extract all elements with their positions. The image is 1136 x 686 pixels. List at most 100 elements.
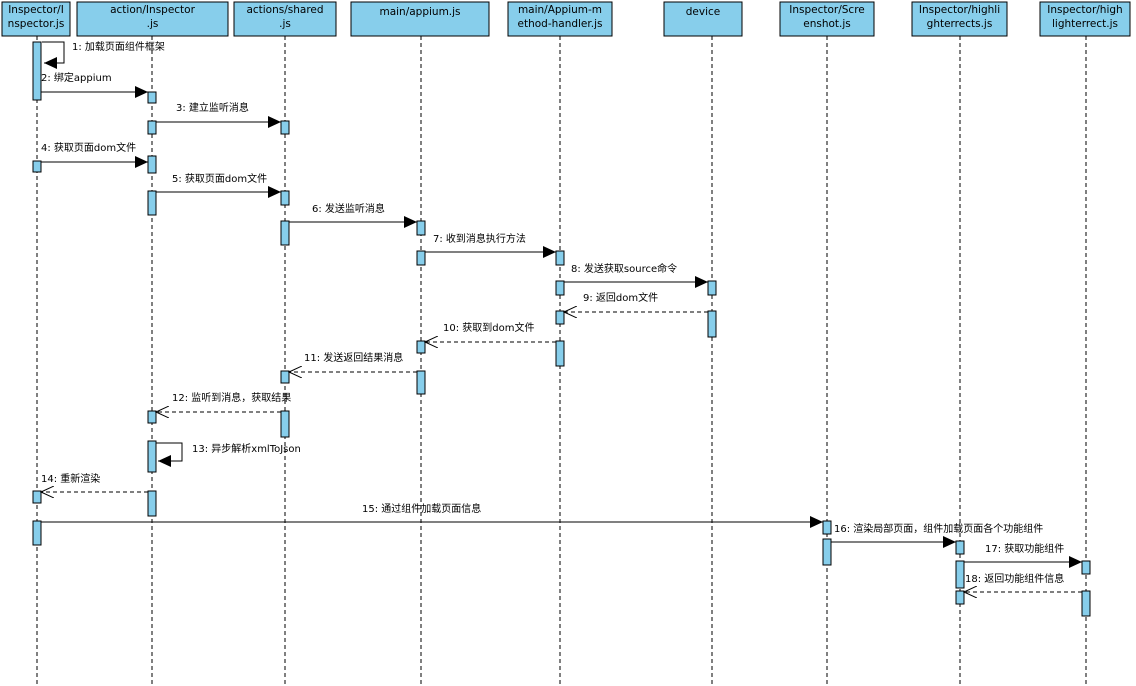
activation-bar (707, 310, 717, 338)
message-18: 18: 返回功能组件信息 (964, 572, 1082, 592)
message-label: 7: 收到消息执行方法 (433, 232, 526, 245)
message-7: 7: 收到消息执行方法 (425, 232, 556, 258)
participant-p4: main/appium.js (350, 1, 490, 37)
self-message-arrow (156, 442, 183, 467)
message-label: 11: 发送返回结果消息 (304, 351, 403, 364)
message-label: 2: 绑定appium (41, 71, 112, 84)
activation-bar (280, 410, 290, 438)
participant-box (233, 1, 337, 37)
message-label: 18: 返回功能组件信息 (965, 572, 1064, 585)
participant-p9: Inspector/high lighterrect.js (1039, 1, 1131, 37)
message-label: 13: 异步解析xmlToJson (192, 442, 301, 455)
activation-bar (555, 280, 565, 296)
activation-bar (416, 340, 426, 354)
activation-bar (280, 370, 290, 384)
participant-p2: action/Inspector .js (76, 1, 229, 37)
message-1: 1: 加载页面组件框架 (42, 40, 165, 69)
activation-bar (416, 250, 426, 266)
participant-box (911, 1, 1008, 37)
self-message-arrow (42, 41, 65, 69)
activation-bar (147, 190, 157, 216)
message-label: 15: 通过组件加载页面信息 (362, 502, 481, 515)
participant-label: Inspector/Scre (789, 4, 865, 16)
activation-bar (280, 120, 290, 135)
message-12: 12: 监听到消息，获取结果 (156, 391, 291, 412)
participant-label: Inspector/highli (919, 4, 1000, 16)
message-label: 4: 获取页面dom文件 (41, 141, 136, 154)
message-label: 9: 返回dom文件 (583, 291, 658, 304)
participant-label: action/Inspector (110, 4, 196, 16)
activation-bar (555, 250, 565, 266)
message-9: 9: 返回dom文件 (564, 291, 708, 312)
participant-box (1039, 1, 1131, 37)
message-17: 17: 获取功能组件 (964, 542, 1082, 568)
message-4: 4: 获取页面dom文件 (41, 141, 148, 168)
participant-label: actions/shared (246, 4, 323, 16)
participant-label: ethod-handler.js (518, 18, 603, 30)
participant-box (779, 1, 875, 37)
participant-box (350, 1, 490, 37)
activation-bar (416, 220, 426, 236)
message-label: 12: 监听到消息，获取结果 (172, 391, 291, 404)
activation-bar (32, 490, 42, 504)
participant-box (507, 1, 613, 37)
message-8: 8: 发送获取source命令 (564, 262, 708, 288)
activation-bar (32, 160, 42, 173)
participant-box (663, 1, 743, 37)
message-11: 11: 发送返回结果消息 (289, 351, 417, 372)
activation-bar (955, 560, 965, 589)
participant-label: .js (279, 18, 291, 30)
participant-label: lighterrect.js (1052, 18, 1118, 30)
activation-bar (707, 280, 717, 296)
activation-bar (416, 370, 426, 395)
activation-bar (147, 155, 157, 174)
activation-bar (822, 520, 832, 535)
message-2: 2: 绑定appium (41, 71, 148, 98)
message-14: 14: 重新渲染 (41, 472, 148, 492)
message-3: 3: 建立监听消息 (156, 101, 281, 128)
participant-label: device (686, 6, 721, 18)
participant-label: main/appium.js (379, 6, 460, 18)
message-label: 8: 发送获取source命令 (571, 262, 677, 275)
participant-label: Inspector/high (1047, 4, 1122, 16)
activation-bar (147, 120, 157, 135)
message-label: 6: 发送监听消息 (312, 202, 385, 215)
activation-bar (822, 538, 832, 566)
activation-bar (147, 490, 157, 517)
participant-p5: main/Appium-m ethod-handler.js (507, 1, 613, 37)
message-10: 10: 获取到dom文件 (425, 321, 556, 342)
participant-label: Inspector/I (8, 4, 64, 16)
activation-bar (147, 410, 157, 424)
activation-bar (555, 310, 565, 325)
activation-bar (280, 190, 290, 206)
activation-bar (555, 340, 565, 367)
participant-p8: Inspector/highli ghterrects.js (911, 1, 1008, 37)
message-label: 3: 建立监听消息 (176, 101, 249, 114)
message-label: 1: 加载页面组件框架 (72, 40, 165, 53)
activation-bar (147, 91, 157, 104)
participant-p3: actions/shared .js (233, 1, 337, 37)
activation-bar (147, 440, 157, 473)
participant-label: nspector.js (8, 18, 65, 30)
participant-box (76, 1, 229, 37)
message-5: 5: 获取页面dom文件 (156, 172, 281, 198)
message-6: 6: 发送监听消息 (289, 202, 417, 228)
message-15: 15: 通过组件加载页面信息 (41, 502, 823, 528)
message-label: 17: 获取功能组件 (985, 542, 1064, 555)
activation-bar (1081, 560, 1091, 575)
participant-label: ghterrects.js (927, 18, 993, 30)
message-label: 5: 获取页面dom文件 (172, 172, 267, 185)
message-label: 14: 重新渲染 (41, 472, 100, 485)
participant-p1: Inspector/I nspector.js (1, 1, 71, 37)
activation-bar (1081, 590, 1091, 617)
participant-box (1, 1, 71, 37)
message-16: 16: 渲染局部页面，组件加载页面各个功能组件 (831, 522, 1043, 548)
activation-bar (32, 520, 42, 546)
participant-label: .js (147, 18, 159, 30)
message-label: 16: 渲染局部页面，组件加载页面各个功能组件 (834, 522, 1043, 535)
activation-bar (955, 540, 965, 555)
participant-label: main/Appium-m (518, 4, 602, 16)
activation-bar (32, 41, 42, 101)
